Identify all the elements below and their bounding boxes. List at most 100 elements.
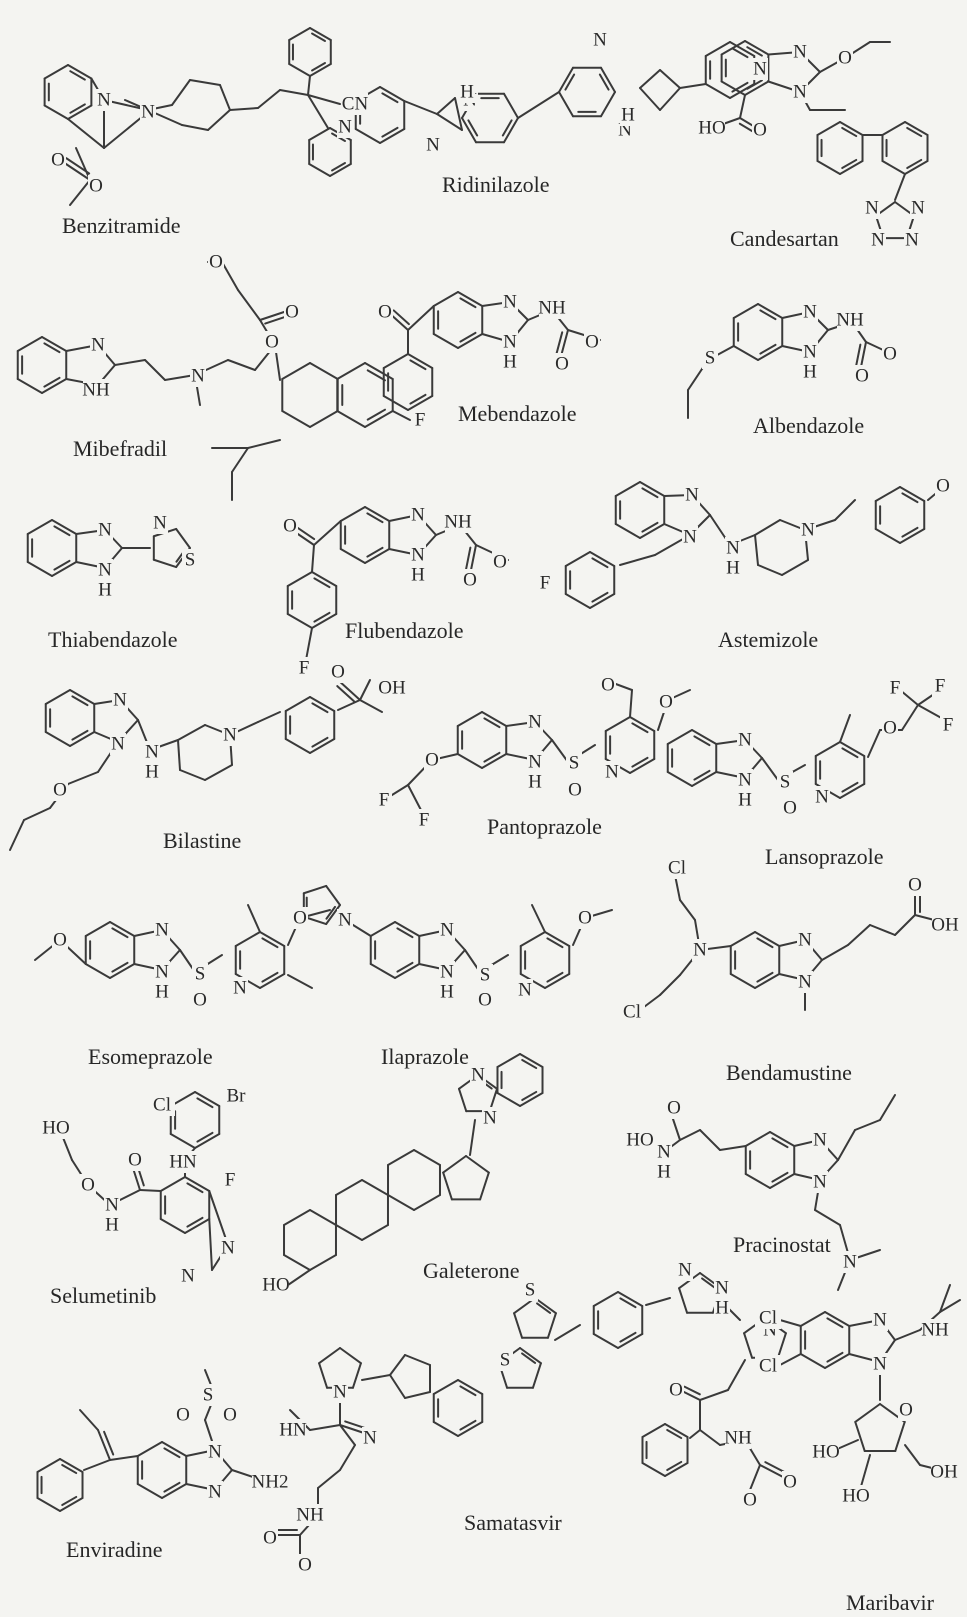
bond (361, 1374, 391, 1381)
atom-mask (854, 365, 870, 387)
name-selumetinib: Selumetinib (50, 1283, 157, 1308)
bond (337, 679, 361, 701)
bond (61, 1463, 78, 1475)
bond (309, 63, 332, 77)
bond (771, 1171, 789, 1183)
atom-label: F (935, 675, 946, 696)
atom-label: O (223, 1404, 237, 1425)
atom-label: O (265, 331, 279, 352)
atom-label: H (657, 1161, 671, 1182)
bond (729, 41, 756, 57)
bond (109, 921, 136, 937)
bond (9, 819, 25, 851)
atom-mask (412, 409, 428, 431)
bond (456, 711, 483, 727)
bond (432, 1379, 459, 1395)
bond (259, 973, 286, 989)
atom-label: O (176, 1404, 190, 1425)
atom-label: HO (812, 1441, 839, 1462)
structure-albendazole (687, 303, 897, 419)
bond (639, 523, 666, 539)
bond (204, 764, 233, 781)
atom-label: Cl (623, 1001, 641, 1022)
bond (261, 971, 279, 983)
bond (904, 121, 929, 136)
bond (839, 121, 864, 136)
bond (163, 1447, 181, 1459)
atom-mask (813, 1441, 839, 1463)
atom-mask (497, 1349, 513, 1371)
atom-label: F (890, 677, 901, 698)
atom-mask (666, 1097, 682, 1119)
bond (69, 70, 86, 81)
bond (664, 1462, 689, 1477)
bond (53, 559, 71, 571)
bond (454, 97, 463, 131)
name-galeterone: Galeterone (423, 1258, 520, 1283)
atom-label: N (873, 1309, 887, 1330)
atom-mask (882, 343, 898, 365)
atom-label: O (667, 1097, 681, 1118)
bond (754, 931, 781, 947)
bond (619, 554, 656, 566)
name-maribavir: Maribavir (846, 1590, 934, 1615)
atom-label: N (223, 724, 237, 745)
bond (325, 884, 341, 906)
bond (592, 1291, 619, 1307)
atom-label: O (209, 251, 223, 272)
bond (161, 1441, 188, 1457)
bond (432, 291, 459, 307)
bond (337, 699, 361, 711)
bond (109, 963, 136, 979)
bond (826, 1317, 844, 1329)
atom-mask (782, 1471, 798, 1493)
bond (313, 520, 342, 546)
bond (394, 921, 421, 937)
atom-mask (170, 1151, 196, 1173)
atom-label: H (155, 981, 169, 1002)
name-flubendazole: Flubendazole (345, 618, 464, 643)
bond (693, 735, 711, 747)
bond (521, 1352, 537, 1364)
bond (732, 303, 759, 319)
bond (219, 84, 231, 111)
atom-mask (180, 1265, 196, 1287)
bond (311, 736, 329, 748)
atom-mask (208, 251, 224, 273)
bond (103, 1430, 115, 1456)
bond (318, 1347, 341, 1365)
atom-mask (554, 353, 570, 375)
bond (519, 1053, 544, 1068)
bond (589, 593, 616, 609)
bond (317, 1469, 341, 1489)
atom-label: N (605, 761, 619, 782)
atom-label: S (500, 1349, 511, 1370)
bond (629, 689, 633, 718)
bond (387, 1149, 415, 1166)
atom-mask (492, 551, 508, 573)
bond (501, 119, 513, 137)
atom-mask (332, 1381, 348, 1403)
atom-mask (742, 1489, 758, 1511)
bond (308, 163, 331, 177)
bond (664, 1423, 689, 1438)
bond (335, 1224, 363, 1241)
bond (59, 1458, 84, 1473)
atom-mask (144, 741, 160, 763)
atom-label: S (480, 964, 491, 985)
bond (546, 937, 564, 949)
bond (641, 1462, 666, 1477)
bond (296, 526, 316, 541)
atom-mask (682, 526, 698, 548)
bond (281, 410, 311, 428)
atom-mask (502, 351, 518, 373)
bond (899, 528, 926, 544)
atom-mask (337, 909, 353, 931)
bond (854, 1119, 881, 1131)
bond (939, 1299, 961, 1313)
